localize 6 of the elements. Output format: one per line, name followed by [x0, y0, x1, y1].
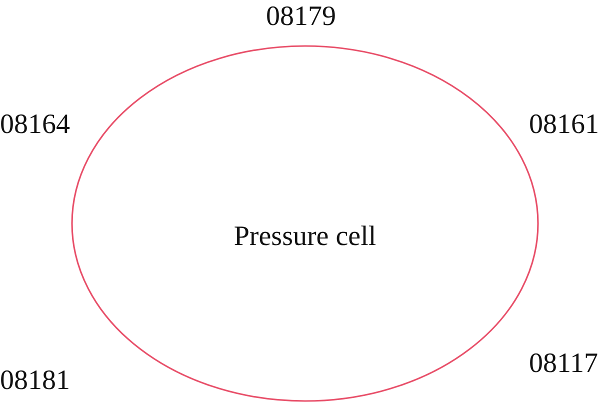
node-label: Pressure cell: [234, 223, 376, 251]
callout-number: 08164: [0, 111, 70, 139]
callout-number: 08181: [0, 367, 70, 395]
callout-number: 08161: [529, 111, 599, 139]
callout-number: 08117: [529, 350, 598, 378]
callout-number: 08179: [266, 3, 336, 31]
